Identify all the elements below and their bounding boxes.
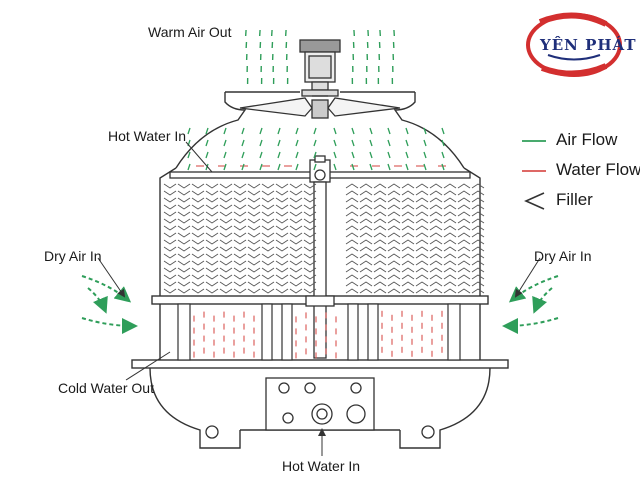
label-cold-water-out: Cold Water Out: [58, 380, 154, 396]
fan-assembly: [239, 39, 401, 119]
dome-air-dashes: [187, 127, 445, 171]
legend-water-flow: Water Flow: [556, 160, 640, 179]
label-dry-air-in-right: Dry Air In: [534, 248, 592, 264]
logo: [526, 12, 622, 77]
label-hot-water-in-bottom: Hot Water In: [282, 458, 361, 474]
water-flow-dashes: [193, 165, 446, 359]
label-hot-water-in-top: Hot Water In: [108, 128, 187, 144]
bottom-inlet: [205, 377, 435, 439]
dry-air-arrows-left: [81, 275, 138, 334]
louver-columns: [177, 303, 461, 361]
leader-lines: [97, 141, 541, 456]
distribution-pipe: [169, 155, 471, 359]
legend-filler: Filler: [556, 190, 593, 209]
dry-air-arrows-right: [502, 275, 559, 334]
label-warm-air-out: Warm Air Out: [148, 24, 232, 40]
logo-text: YÊN PHÁT: [540, 36, 637, 54]
label-dry-air-in-left: Dry Air In: [44, 248, 102, 264]
warm-air-dashes: [244, 29, 396, 85]
legend-air-flow: Air Flow: [556, 130, 618, 149]
fill-media: [163, 183, 485, 294]
legend-glyphs: [522, 140, 546, 210]
filler-icon: [524, 192, 545, 210]
